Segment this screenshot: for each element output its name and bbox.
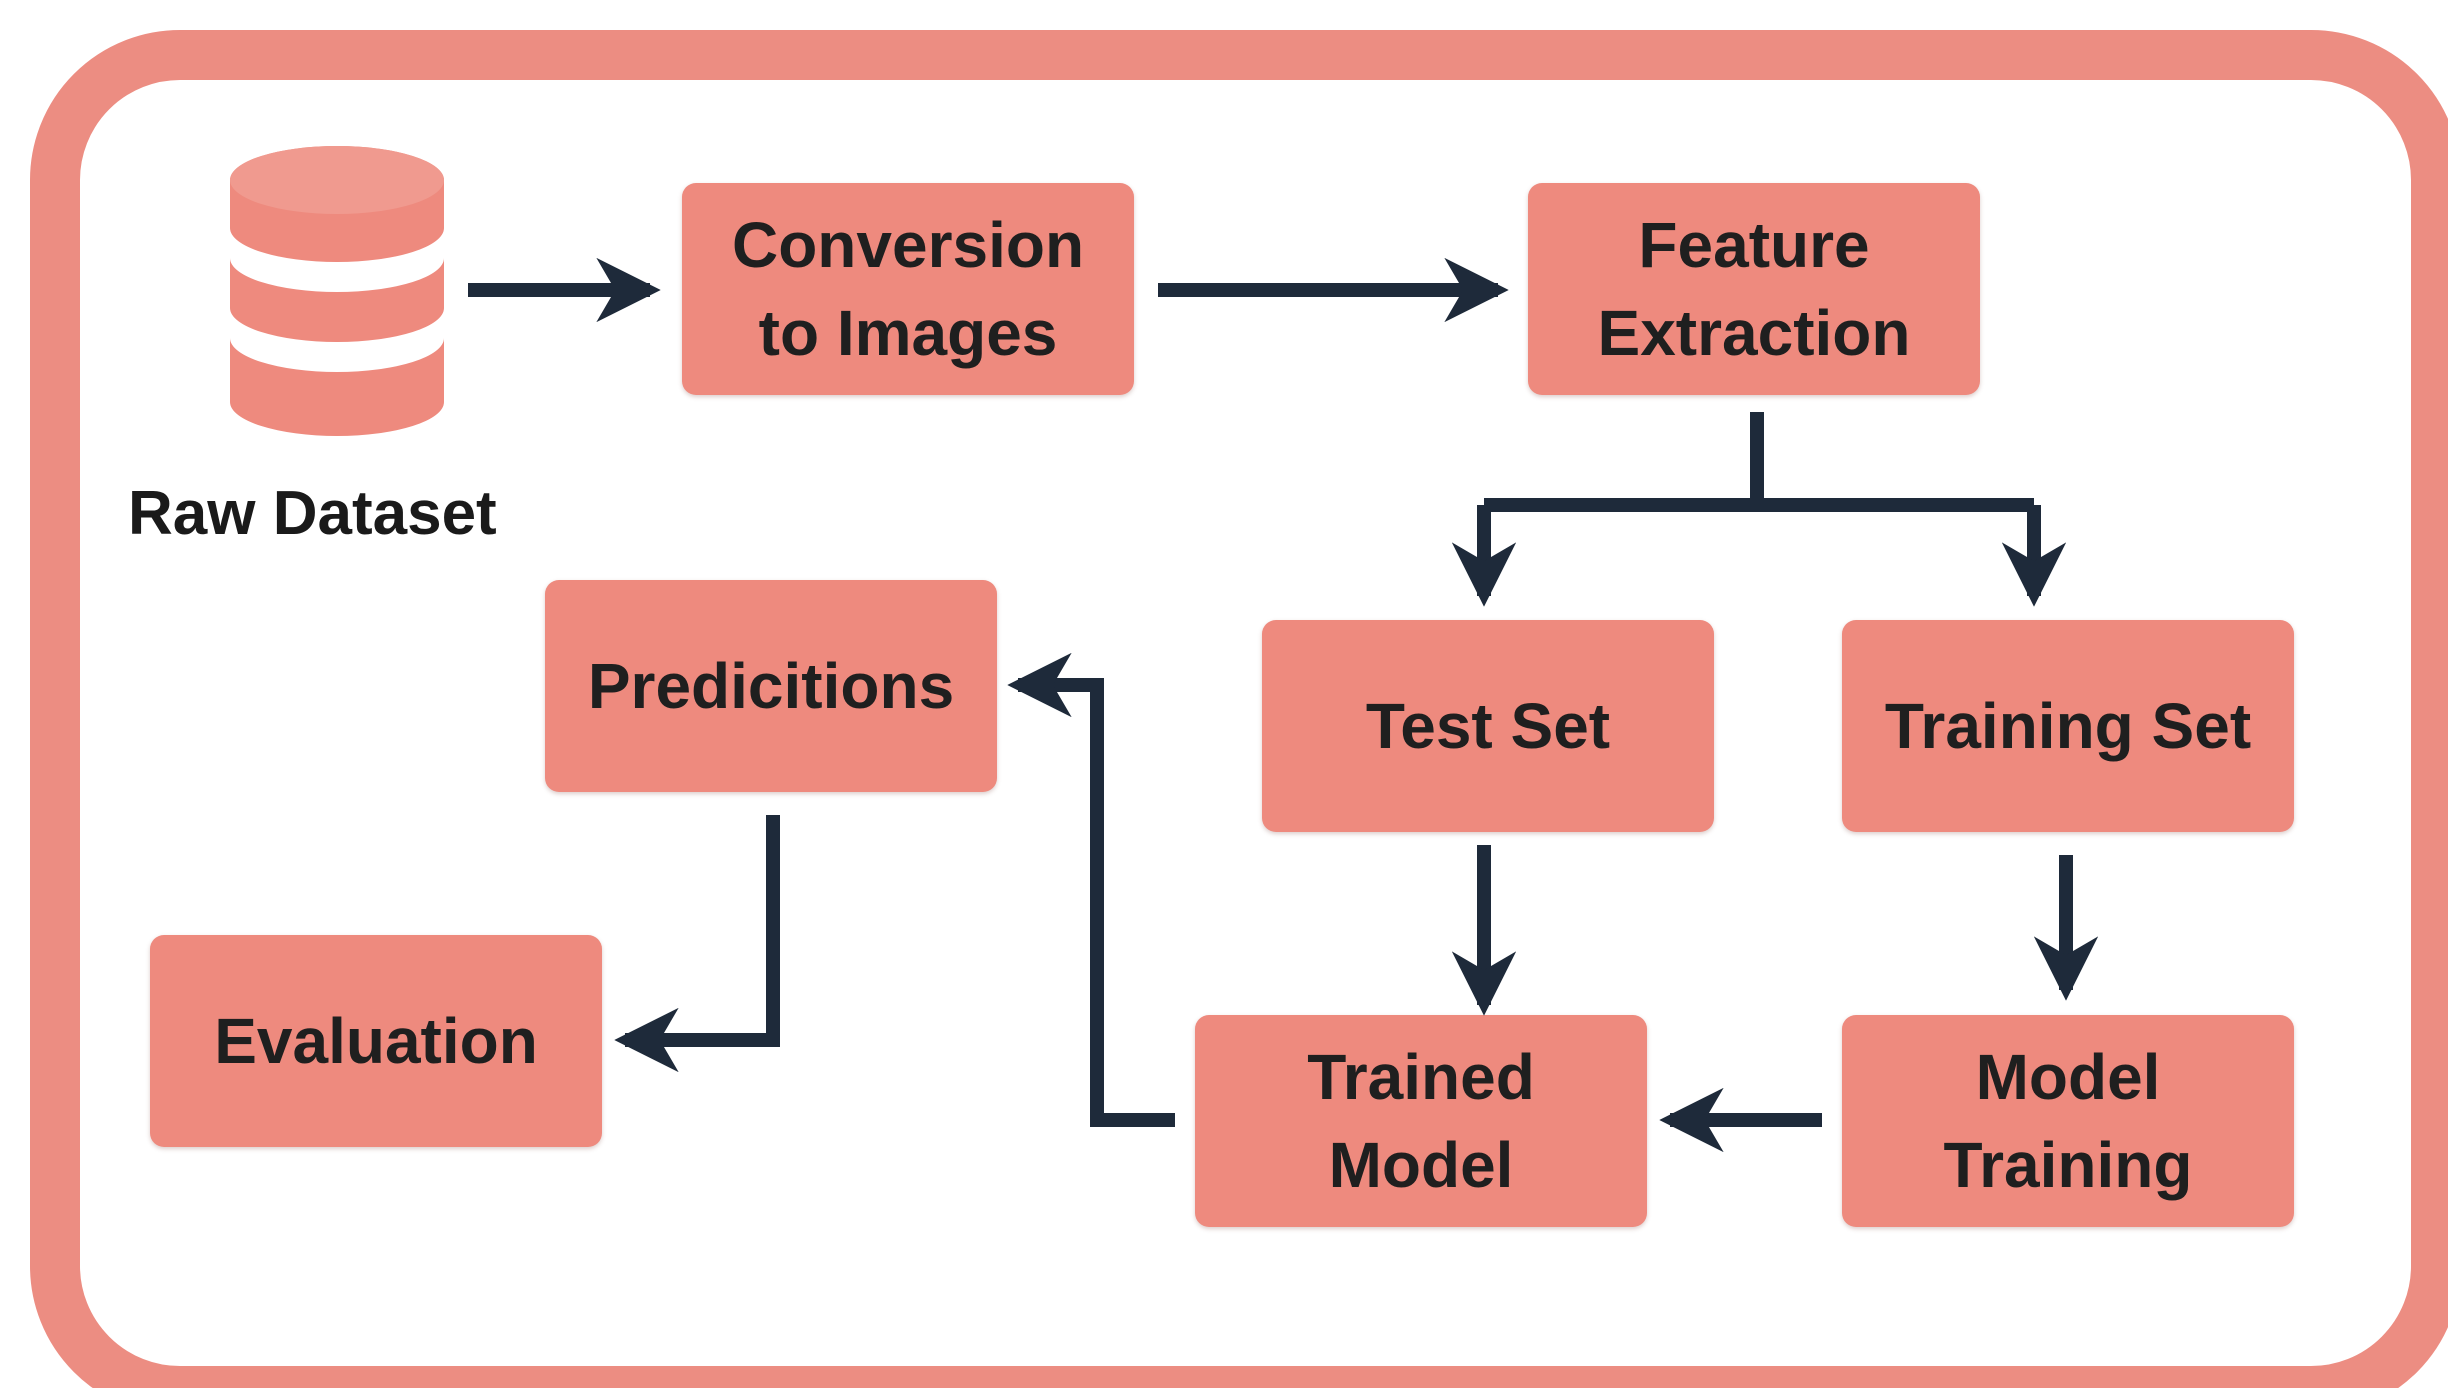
arrow-predictions-to-evaluation xyxy=(614,815,780,1073)
arrow-trained-model-to-predictions xyxy=(1007,652,1175,1127)
predictions-box: Predicitions xyxy=(545,580,997,792)
trained-model-box: Trained Model xyxy=(1195,1015,1647,1227)
training-set-box: Training Set xyxy=(1842,620,2294,832)
test-set-label: Test Set xyxy=(1365,690,1611,762)
conversion-to-images-box: Conversion to Images xyxy=(682,183,1134,395)
test-set-box: Test Set xyxy=(1262,620,1714,832)
model-training-box: Model Training xyxy=(1842,1015,2294,1227)
evaluation-label: Evaluation xyxy=(214,1005,538,1077)
feature-extraction-box: Feature Extraction xyxy=(1528,183,1980,395)
evaluation-box: Evaluation xyxy=(150,935,602,1147)
conversion-to-images-label: Conversion to Images xyxy=(731,209,1085,369)
feature-extraction-label: Feature Extraction xyxy=(1597,209,1911,369)
predictions-label: Predicitions xyxy=(587,650,955,722)
training-set-label: Training Set xyxy=(1884,690,2252,762)
raw-dataset-label: Raw Dataset xyxy=(128,479,497,548)
database-icon xyxy=(230,146,444,436)
model-training-label: Model Training xyxy=(1943,1041,2193,1201)
trained-model-label: Trained Model xyxy=(1307,1041,1535,1201)
